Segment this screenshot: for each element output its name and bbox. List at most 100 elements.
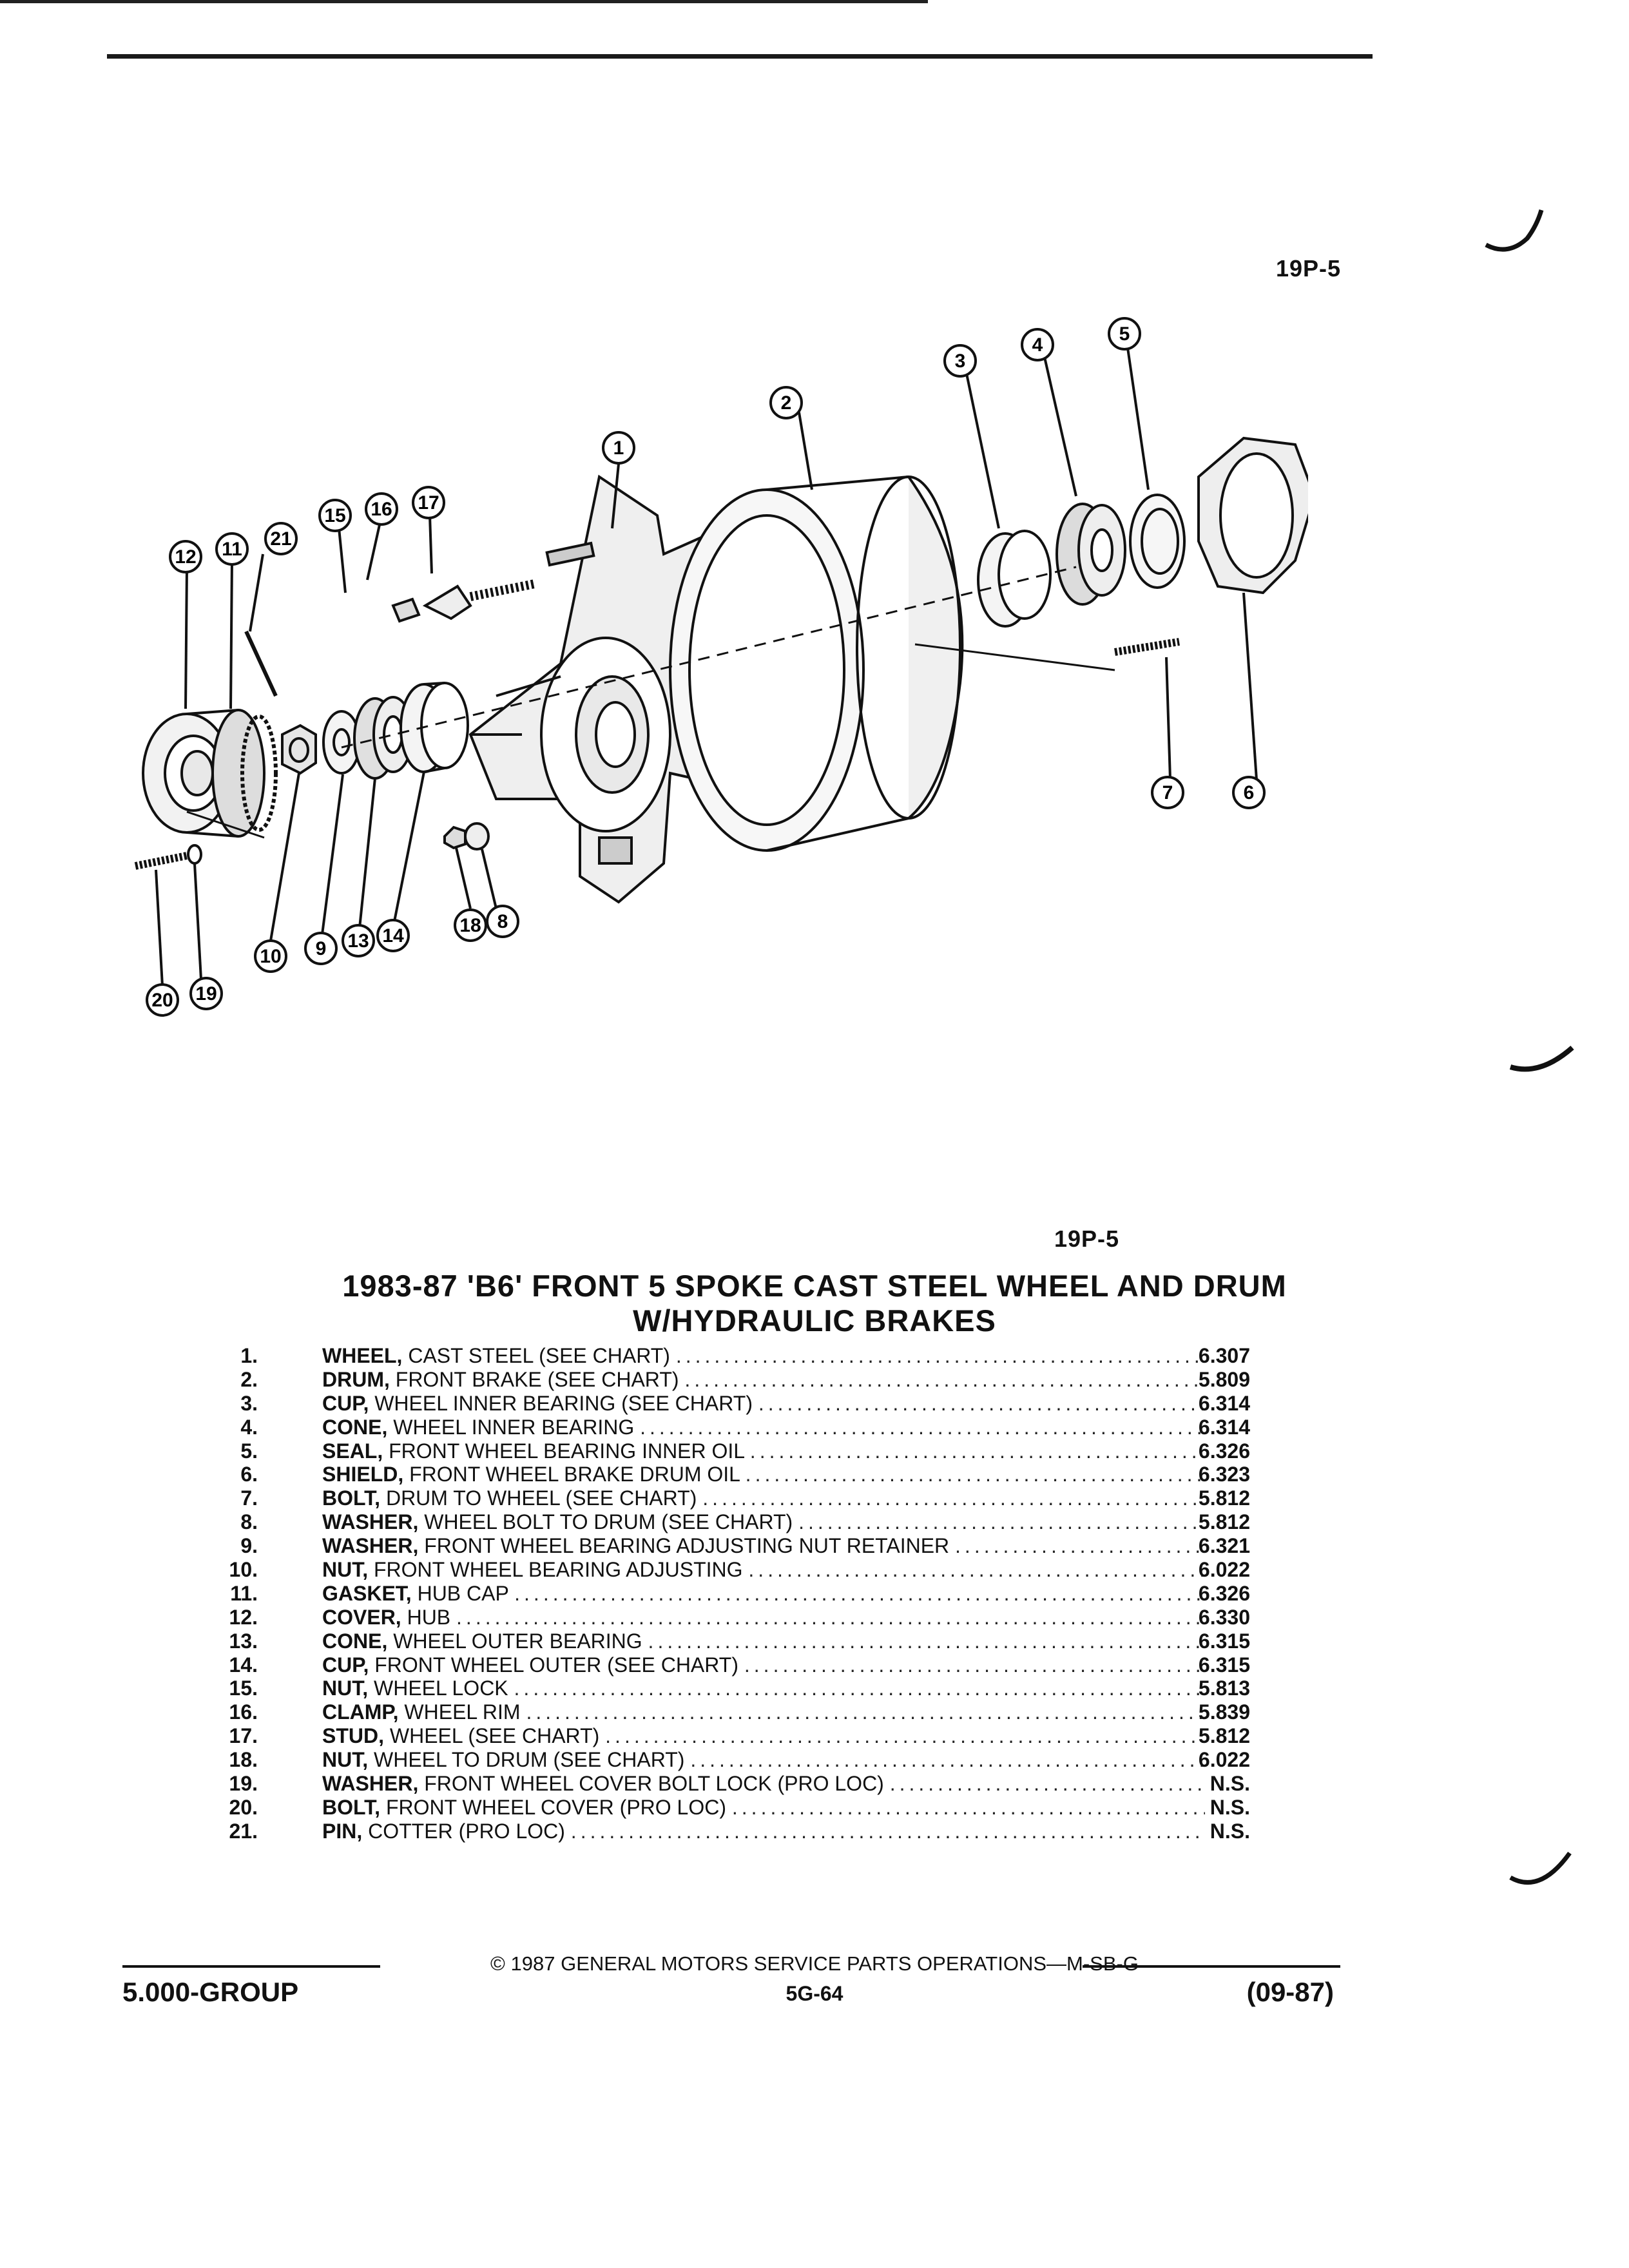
part-name: WASHER,	[322, 1772, 419, 1796]
part-name: PIN,	[322, 1819, 363, 1843]
part-description: WASHER, FRONT WHEEL BEARING ADJUSTING NU…	[322, 1534, 1205, 1558]
part-detail: WHEEL (SEE CHART)	[384, 1724, 606, 1748]
part-reference: 6.326	[1198, 1439, 1250, 1463]
part-reference: 5.812	[1198, 1486, 1250, 1510]
parts-row: 20.BOLT, FRONT WHEEL COVER (PRO LOC) ...…	[206, 1795, 1250, 1820]
part-name: COVER,	[322, 1605, 401, 1629]
part-number: 3.	[240, 1391, 258, 1415]
part-detail: FRONT WHEEL BEARING ADJUSTING	[368, 1558, 749, 1582]
part-reference: 6.330	[1198, 1605, 1250, 1629]
part-number: 21.	[229, 1819, 258, 1843]
part-detail: COTTER (PRO LOC)	[362, 1819, 571, 1843]
parts-row: 11.GASKET, HUB CAP .....................…	[206, 1581, 1250, 1606]
part-name: DRUM,	[322, 1367, 390, 1391]
part-name: WHEEL,	[322, 1344, 403, 1367]
leader-dots: ........................................…	[690, 1748, 1205, 1772]
callout-number: 19	[195, 983, 217, 1004]
diagram-title: 1983-87 'B6' FRONT 5 SPOKE CAST STEEL WH…	[342, 1269, 1287, 1303]
callout-number: 2	[781, 392, 792, 414]
part-name: CONE,	[322, 1415, 388, 1439]
part-detail: WHEEL TO DRUM (SEE CHART)	[368, 1748, 691, 1772]
parts-row: 21. PIN, COTTER (PRO LOC) ...............…	[206, 1819, 1250, 1843]
callout-number: 1	[613, 437, 624, 459]
part-reference: 5.813	[1198, 1677, 1250, 1700]
part-number: 20.	[229, 1795, 258, 1819]
leader-dots: ........................................…	[702, 1486, 1205, 1510]
callout-number: 21	[270, 528, 291, 550]
callout-21: 21	[264, 522, 298, 555]
parts-row: 13.CONE, WHEEL OUTER BEARING ...........…	[206, 1629, 1250, 1653]
part-detail: WHEEL RIM	[398, 1700, 526, 1724]
part-detail: FRONT BRAKE (SEE CHART)	[389, 1367, 685, 1391]
footer-copyright: © 1987 GENERAL MOTORS SERVICE PARTS OPER…	[490, 1952, 1139, 1975]
callout-number: 3	[955, 351, 966, 372]
part-number: 12.	[229, 1605, 258, 1629]
leader-dots: ........................................…	[456, 1605, 1205, 1629]
callout-number: 13	[347, 930, 369, 952]
part-description: CONE, WHEEL OUTER BEARING ..............…	[322, 1629, 1205, 1653]
leader-dots: ........................................…	[731, 1795, 1205, 1819]
adjusting-nut-part	[281, 724, 317, 775]
part-number: 11.	[230, 1581, 258, 1605]
part-description: COVER, HUB .............................…	[322, 1606, 1205, 1629]
callout-7: 7	[1151, 776, 1184, 809]
part-number: 17.	[229, 1724, 258, 1748]
parts-row: 14.CUP, FRONT WHEEL OUTER (SEE CHART) ..…	[206, 1653, 1250, 1677]
part-number: 19.	[229, 1772, 258, 1796]
part-description: NUT, FRONT WHEEL BEARING ADJUSTING .....…	[322, 1558, 1205, 1582]
callout-6: 6	[1232, 776, 1266, 809]
cover-washer-part	[187, 844, 202, 865]
leader-dots: ........................................…	[640, 1415, 1205, 1439]
callout-16: 16	[365, 492, 398, 526]
part-description: DRUM, FRONT BRAKE (SEE CHART) ..........…	[322, 1368, 1205, 1392]
footer-date: (09-87)	[1246, 1977, 1334, 2007]
hub-cover-part	[142, 709, 265, 838]
oil-seal-part	[1129, 494, 1186, 589]
part-number: 14.	[229, 1653, 258, 1677]
inner-bearing-cup-part	[977, 530, 1052, 628]
gasket-part	[240, 715, 278, 832]
callout-number: 17	[418, 492, 439, 514]
part-detail: HUB CAP	[411, 1581, 515, 1605]
callout-2: 2	[769, 386, 803, 419]
wheel-stud-part	[469, 579, 536, 601]
part-number: 6.	[240, 1463, 258, 1486]
part-name: SEAL,	[322, 1439, 383, 1463]
drum-bolt-part	[1114, 638, 1180, 656]
part-number: 15.	[229, 1677, 258, 1700]
leader-dots: ........................................…	[570, 1819, 1205, 1843]
leader-dots: ........................................…	[748, 1558, 1205, 1582]
part-name: GASKET,	[322, 1581, 412, 1605]
part-description: WHEEL, CAST STEEL (SEE CHART) ..........…	[322, 1344, 1205, 1368]
parts-row: 18.NUT, WHEEL TO DRUM (SEE CHART) ......…	[206, 1748, 1250, 1772]
part-reference: 6.307	[1198, 1344, 1250, 1367]
leader-dots: ........................................…	[745, 1463, 1205, 1486]
part-reference: 6.315	[1198, 1629, 1250, 1653]
part-description: NUT, WHEEL LOCK ........................…	[322, 1677, 1205, 1700]
part-reference: N.S.	[1210, 1795, 1250, 1819]
margin-check-mark	[1485, 209, 1544, 252]
callout-number: 4	[1032, 334, 1043, 356]
parts-row: 6. SHIELD, FRONT WHEEL BRAKE DRUM OIL ...…	[206, 1463, 1250, 1486]
footer-rule-left	[122, 1965, 380, 1968]
drum-washer-part	[464, 822, 490, 850]
leader-dots: ........................................…	[758, 1391, 1205, 1415]
callout-14: 14	[376, 919, 410, 952]
part-name: SHIELD,	[322, 1463, 404, 1486]
part-name: BOLT,	[322, 1486, 381, 1510]
part-reference: 5.812	[1198, 1724, 1250, 1748]
parts-row: 4.CONE, WHEEL INNER BEARING ............…	[206, 1415, 1250, 1439]
parts-row: 8.WASHER, WHEEL BOLT TO DRUM (SEE CHART)…	[206, 1510, 1250, 1534]
part-reference: 5.839	[1198, 1700, 1250, 1724]
part-name: CLAMP,	[322, 1700, 399, 1724]
part-detail: FRONT WHEEL BEARING INNER OIL	[383, 1439, 750, 1463]
parts-row: 7.BOLT, DRUM TO WHEEL (SEE CHART) ......…	[206, 1486, 1250, 1510]
part-description: SEAL, FRONT WHEEL BEARING INNER OIL ....…	[322, 1439, 1205, 1463]
footer-page-number: 5G-64	[786, 1982, 843, 2005]
part-number: 10.	[229, 1558, 258, 1582]
callout-8: 8	[486, 905, 519, 938]
callout-number: 5	[1119, 323, 1130, 345]
callout-13: 13	[342, 924, 375, 957]
callout-17: 17	[412, 486, 445, 519]
part-detail: FRONT WHEEL BRAKE DRUM OIL	[403, 1463, 746, 1486]
